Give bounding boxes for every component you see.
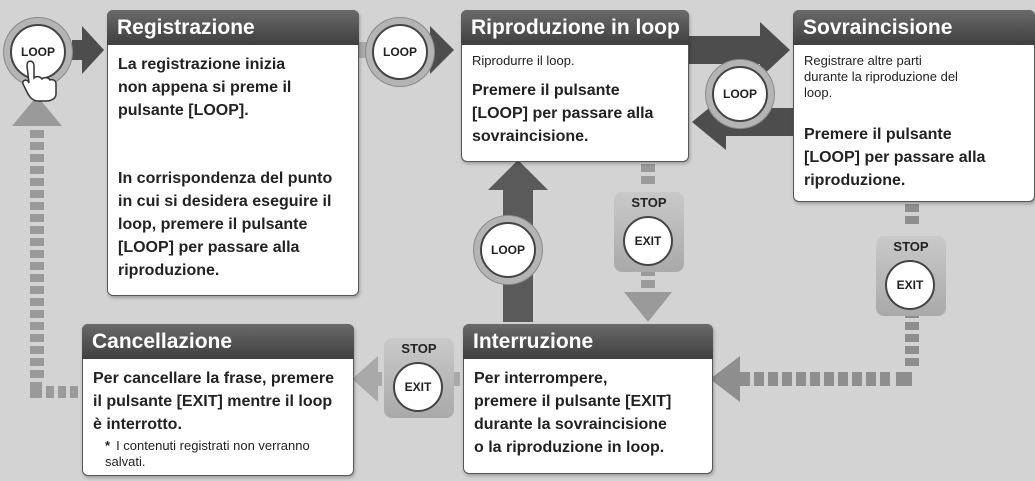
exit-button-sovraincisione[interactable]: EXIT — [885, 260, 935, 310]
loop-button-start[interactable]: LOOP — [10, 24, 66, 80]
cancellazione-text-1: Per cancellare la frase, premere il puls… — [93, 370, 335, 433]
stop-label: STOP — [631, 195, 667, 210]
card-registrazione: Registrazione La registrazione inizia no… — [107, 10, 359, 296]
stop-label: STOP — [893, 239, 929, 254]
exit-button-riproduzione[interactable]: EXIT — [623, 216, 673, 266]
cancellazione-note: *I contenuti registrati non verranno sal… — [105, 438, 345, 470]
riproduzione-text-2: Premere il pulsante [LOOP] per passare a… — [472, 82, 654, 145]
note-text: I contenuti registrati non verranno salv… — [105, 438, 310, 469]
sovraincisione-text-1: Registrare altre parti durante la riprod… — [804, 53, 958, 100]
riproduzione-text-1: Riprodurre il loop. — [472, 53, 575, 68]
card-interruzione: Interruzione Per interrompere, premere i… — [463, 324, 713, 474]
registrazione-text-1: La registrazione inizia non appena si pr… — [118, 56, 292, 119]
card-sovraincisione-title: Sovraincisione — [793, 10, 1035, 45]
interruzione-text-1: Per interrompere, premere il pulsante [E… — [474, 370, 672, 456]
card-cancellazione-title: Cancellazione — [82, 324, 354, 359]
finger-press-icon — [22, 60, 57, 102]
loop-button-registrazione[interactable]: LOOP — [372, 24, 428, 80]
exit-button-interruzione[interactable]: EXIT — [393, 362, 443, 412]
registrazione-text-2: In corrispondenza del punto in cui si de… — [118, 170, 333, 279]
loop-button-interruzione[interactable]: LOOP — [480, 222, 536, 278]
stop-label: STOP — [401, 341, 437, 356]
card-riproduzione-title: Riproduzione in loop — [461, 10, 689, 45]
stop-exit-group-interruzione: STOP EXIT — [384, 338, 454, 418]
loop-button-sovraincisione[interactable]: LOOP — [712, 66, 768, 122]
note-asterisk: * — [105, 438, 111, 453]
card-riproduzione-in-loop: Riproduzione in loop Riprodurre il loop.… — [461, 10, 689, 162]
arrow-start-to-registrazione — [72, 26, 104, 74]
stop-exit-group-riproduzione: STOP EXIT — [614, 192, 684, 272]
arrow-head-riproduzione — [430, 26, 454, 74]
card-interruzione-title: Interruzione — [463, 324, 713, 359]
stop-exit-group-sovraincisione: STOP EXIT — [876, 236, 946, 316]
arrow-cancellazione-to-start — [12, 96, 78, 398]
arrow-riproduzione-to-interruzione — [624, 164, 672, 322]
card-sovraincisione: Sovraincisione Registrare altre parti du… — [793, 10, 1035, 202]
card-cancellazione: Cancellazione Per cancellare la frase, p… — [82, 324, 354, 476]
arrow-sovraincisione-to-interruzione — [710, 204, 919, 402]
arrow-riproduzione-to-sovraincisione — [688, 22, 790, 78]
sovraincisione-text-2: Premere il pulsante [LOOP] per passare a… — [804, 126, 986, 189]
card-registrazione-title: Registrazione — [107, 10, 359, 45]
